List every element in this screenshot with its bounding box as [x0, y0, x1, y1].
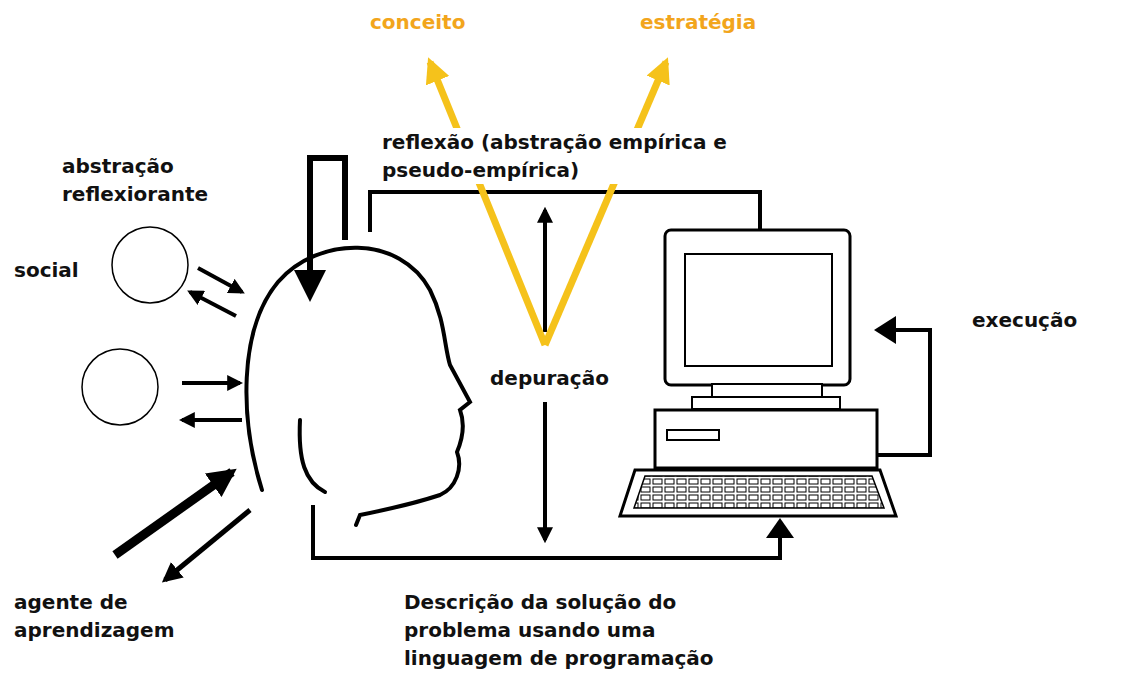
keyboard	[620, 470, 896, 516]
concept-strategy-arrows	[430, 62, 666, 345]
monitor-base	[692, 397, 840, 409]
arrow	[545, 62, 666, 345]
computer	[620, 230, 896, 516]
arrowhead	[766, 518, 794, 538]
execution-label: execução	[972, 306, 1077, 334]
concept-label: conceito	[370, 8, 465, 36]
monitor	[665, 230, 850, 385]
drive-slot	[667, 430, 719, 440]
social-circle	[82, 349, 158, 425]
head-outline	[246, 248, 470, 525]
arrow	[543, 402, 547, 540]
abstraction-arrow	[310, 158, 345, 272]
screen	[685, 254, 832, 366]
arrow	[182, 381, 240, 385]
arrow	[430, 62, 545, 345]
reflection-line	[370, 192, 760, 232]
keys	[634, 476, 884, 508]
interaction-arrows	[115, 268, 250, 580]
social-label: social	[14, 256, 79, 284]
social-circle	[112, 227, 188, 303]
agent-label: agente de aprendizagem	[14, 588, 214, 644]
execution-line	[878, 330, 930, 455]
arrow	[182, 418, 242, 422]
head	[246, 248, 470, 525]
arrowhead	[294, 270, 326, 302]
reflection-label: reflexão (abstração empírica e pseudo-em…	[380, 128, 796, 184]
arrow	[198, 268, 242, 292]
abstraction-label: abstração reflexiorante	[62, 152, 257, 208]
strategy-label: estratégia	[640, 8, 756, 36]
arrow	[115, 472, 232, 555]
cpu-case	[655, 410, 877, 468]
debugging-label: depuração	[488, 364, 611, 392]
arrow	[190, 292, 236, 316]
jaw-line	[300, 420, 325, 492]
description-label: Descrição da solução do problema usando …	[404, 588, 772, 672]
arrow	[543, 210, 547, 332]
monitor-stand	[712, 384, 822, 398]
arrowhead	[874, 316, 896, 344]
arrow	[165, 510, 250, 580]
